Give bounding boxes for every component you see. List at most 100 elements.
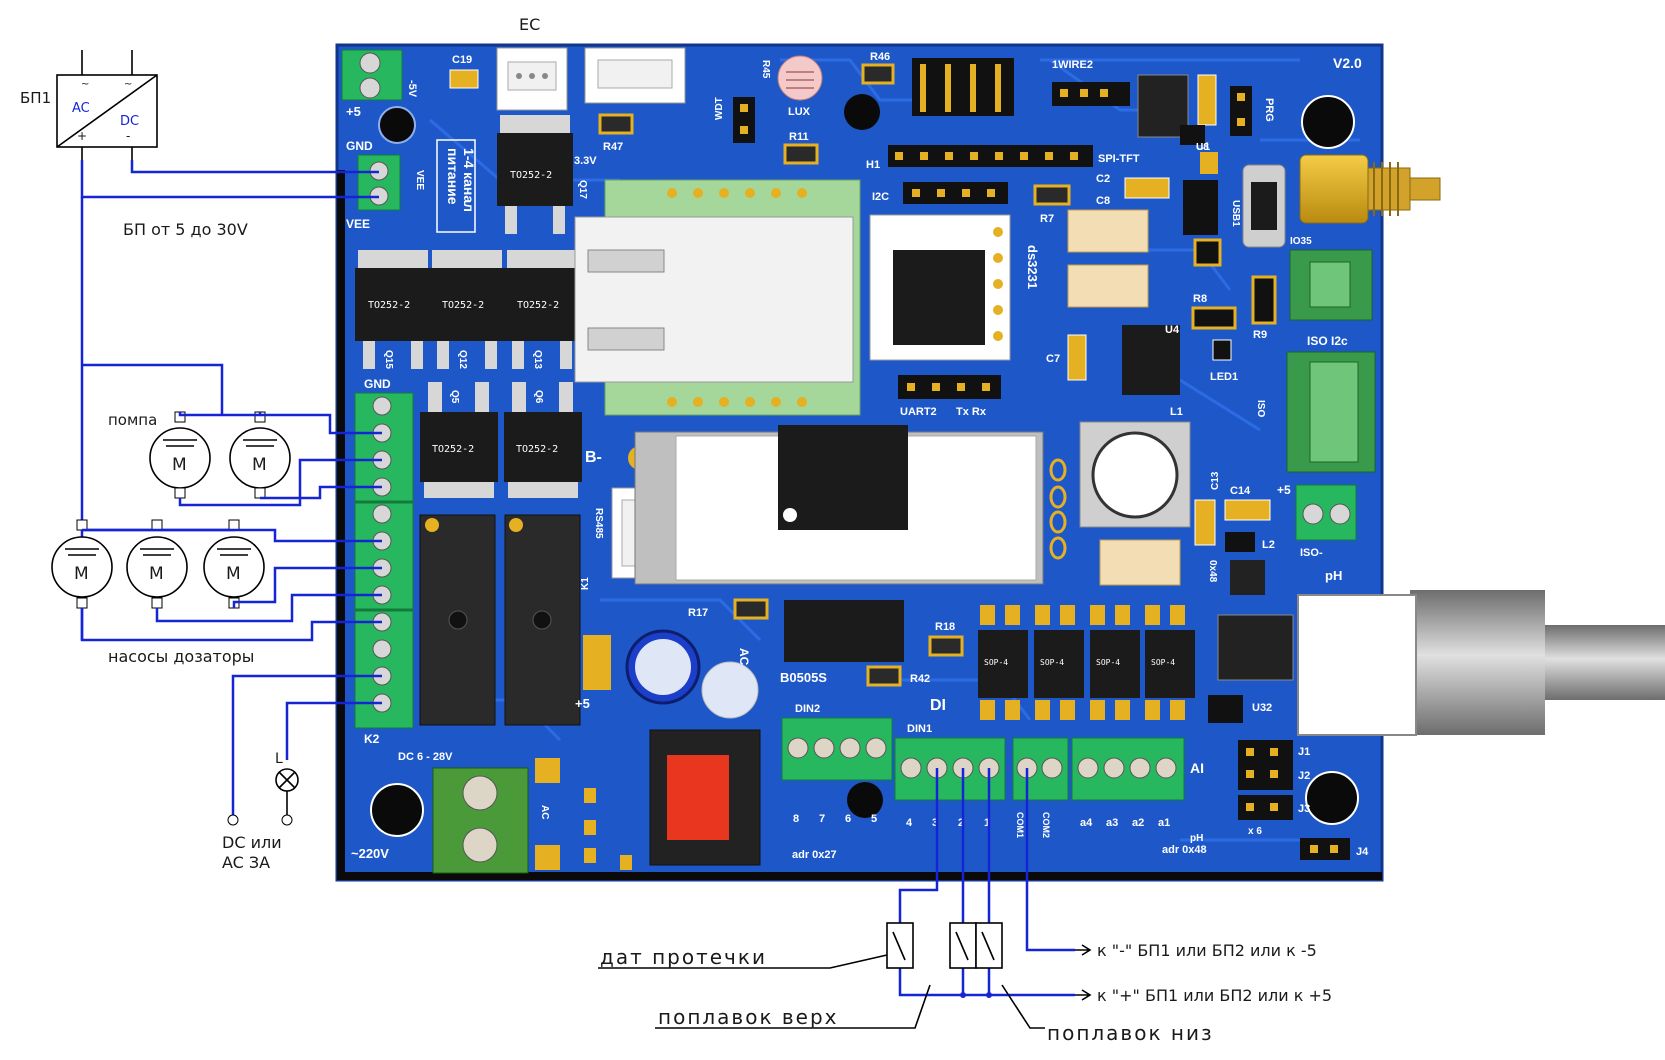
float-top-switch — [949, 922, 977, 969]
svg-text:DIN2: DIN2 — [795, 703, 820, 715]
svg-text:-5V: -5V — [406, 80, 418, 98]
transistor-q17: TO252-2 Q17 — [497, 115, 588, 234]
svg-text:Q17: Q17 — [577, 180, 588, 199]
svg-text:J2: J2 — [1298, 770, 1310, 782]
pump-motor-1: M — [149, 411, 211, 499]
svg-text:+: + — [77, 129, 87, 143]
ec-label: EC — [519, 15, 540, 34]
i2c-header: I2C — [872, 182, 1008, 204]
transistor-q5: TO252-2 Q5 — [420, 382, 498, 498]
din2-terminal: DIN2 8 7 6 5 adr 0x27 — [781, 703, 893, 861]
svg-text:AC: AC — [72, 101, 90, 116]
address-jumpers: J1 J2 J3 x 6 J4 — [1238, 740, 1369, 860]
svg-text:C2: C2 — [1096, 173, 1110, 185]
svg-text:AC ЗА: AC ЗА — [222, 853, 270, 872]
svg-text:Tx Rx: Tx Rx — [956, 406, 987, 418]
svg-text:PRG: PRG — [1263, 98, 1275, 122]
svg-text:R7: R7 — [1040, 213, 1054, 225]
leak-sensor-switch — [886, 922, 914, 969]
svg-text:БП1: БП1 — [20, 89, 51, 107]
svg-text:GND: GND — [346, 139, 373, 153]
spi-tft-header: H1 SPI-TFT — [866, 145, 1140, 171]
svg-text:DC или: DC или — [222, 833, 282, 852]
svg-text:TO252-2: TO252-2 — [517, 300, 559, 311]
svg-text:Q15: Q15 — [383, 350, 394, 369]
svg-text:J4: J4 — [1356, 846, 1369, 858]
svg-text:x 6: x 6 — [1248, 826, 1262, 837]
svg-text:~: ~ — [81, 79, 89, 90]
svg-text:Q6: Q6 — [533, 390, 544, 404]
optocouplers: SOP-4 SOP-4 SOP-4 SOP-4 — [978, 605, 1195, 720]
svg-text:AC: AC — [737, 648, 751, 666]
din1-terminal: DIN1 4 3 2 1 — [894, 723, 1006, 829]
svg-text:a1: a1 — [1158, 817, 1170, 829]
svg-text:COM1: COM1 — [1015, 812, 1025, 838]
svg-text:WDT: WDT — [714, 97, 725, 120]
svg-text:M: M — [252, 455, 267, 475]
svg-text:M: M — [226, 564, 241, 584]
svg-text:SOP-4: SOP-4 — [1096, 658, 1120, 667]
svg-text:R9: R9 — [1253, 329, 1267, 341]
config-header — [912, 58, 1014, 116]
svg-text:ISO I2c: ISO I2c — [1307, 334, 1348, 348]
svg-text:0x48: 0x48 — [1207, 560, 1218, 583]
svg-text:C7: C7 — [1046, 353, 1060, 365]
svg-text:GND: GND — [364, 377, 391, 391]
svg-text:+5: +5 — [575, 696, 590, 711]
dosing-pumps-label: насосы дозаторы — [108, 647, 254, 666]
svg-text:adr 0x48: adr 0x48 — [1162, 844, 1207, 856]
svg-text:-: - — [126, 129, 130, 143]
svg-text:TO252-2: TO252-2 — [516, 444, 558, 455]
dc-input-terminal: DC 6 - 28V AC ~220V — [351, 751, 560, 874]
svg-text:UART2: UART2 — [900, 406, 937, 418]
lamp-output: L DC или AC ЗА — [222, 674, 382, 872]
svg-text:5: 5 — [871, 813, 877, 825]
svg-text:DIN1: DIN1 — [907, 723, 932, 735]
sensor-wiring — [898, 768, 1092, 1001]
iso-terminal: ISO- — [1295, 484, 1357, 559]
svg-text:pH: pH — [1190, 833, 1203, 844]
float-bottom-label: поплавок низ — [1047, 1021, 1214, 1045]
svg-text:COM2: COM2 — [1041, 812, 1051, 838]
svg-text:SOP-4: SOP-4 — [1040, 658, 1064, 667]
svg-text:Q12: Q12 — [457, 350, 468, 369]
power-supply: БП1 AC DC + - ~ ~ — [20, 50, 158, 160]
svg-text:a4: a4 — [1080, 817, 1093, 829]
power-terminal: GND VEE VEE питание 1-4 канал — [346, 139, 477, 233]
com-terminal: COM1 COM2 — [1012, 737, 1069, 838]
pump-label: помпа — [108, 411, 157, 429]
prg-jumper: PRG — [1230, 86, 1275, 136]
output-terminal-block — [354, 392, 414, 729]
svg-text:7: 7 — [819, 813, 825, 825]
svg-text:R47: R47 — [603, 141, 623, 153]
sma-antenna — [1299, 154, 1441, 224]
svg-text:RS485: RS485 — [593, 508, 604, 539]
svg-text:K2: K2 — [364, 732, 380, 746]
io35-connector: IO35 — [1289, 236, 1373, 321]
svg-text:K1: K1 — [580, 577, 591, 590]
svg-text:a2: a2 — [1132, 817, 1144, 829]
svg-text:6: 6 — [845, 813, 851, 825]
svg-text:LUX: LUX — [788, 106, 811, 118]
svg-text:питание: питание — [445, 148, 461, 205]
wdt-jumper: WDT — [714, 97, 755, 143]
uart2-header: UART2 Tx Rx — [898, 375, 1001, 418]
lux-sensor: LUX R45 — [760, 55, 823, 118]
svg-text:SOP-4: SOP-4 — [1151, 658, 1175, 667]
pump-motor-2: M — [229, 411, 291, 499]
svg-text:R8: R8 — [1193, 293, 1207, 305]
svg-text:8: 8 — [793, 813, 799, 825]
svg-text:1-4 канал: 1-4 канал — [461, 148, 477, 212]
svg-text:U8: U8 — [1196, 142, 1209, 153]
terminal-minus5v: -5V +5 — [341, 49, 418, 119]
acdc-transformer — [649, 729, 761, 866]
svg-text:DI: DI — [930, 697, 946, 714]
svg-text:~: ~ — [124, 79, 132, 90]
svg-text:1WIRE2: 1WIRE2 — [1052, 59, 1093, 71]
svg-text:B0505S: B0505S — [780, 670, 827, 685]
svg-text:U4: U4 — [1165, 324, 1180, 336]
relay-k2 — [419, 514, 496, 726]
svg-text:4: 4 — [906, 817, 913, 829]
svg-text:VEE: VEE — [346, 217, 370, 231]
